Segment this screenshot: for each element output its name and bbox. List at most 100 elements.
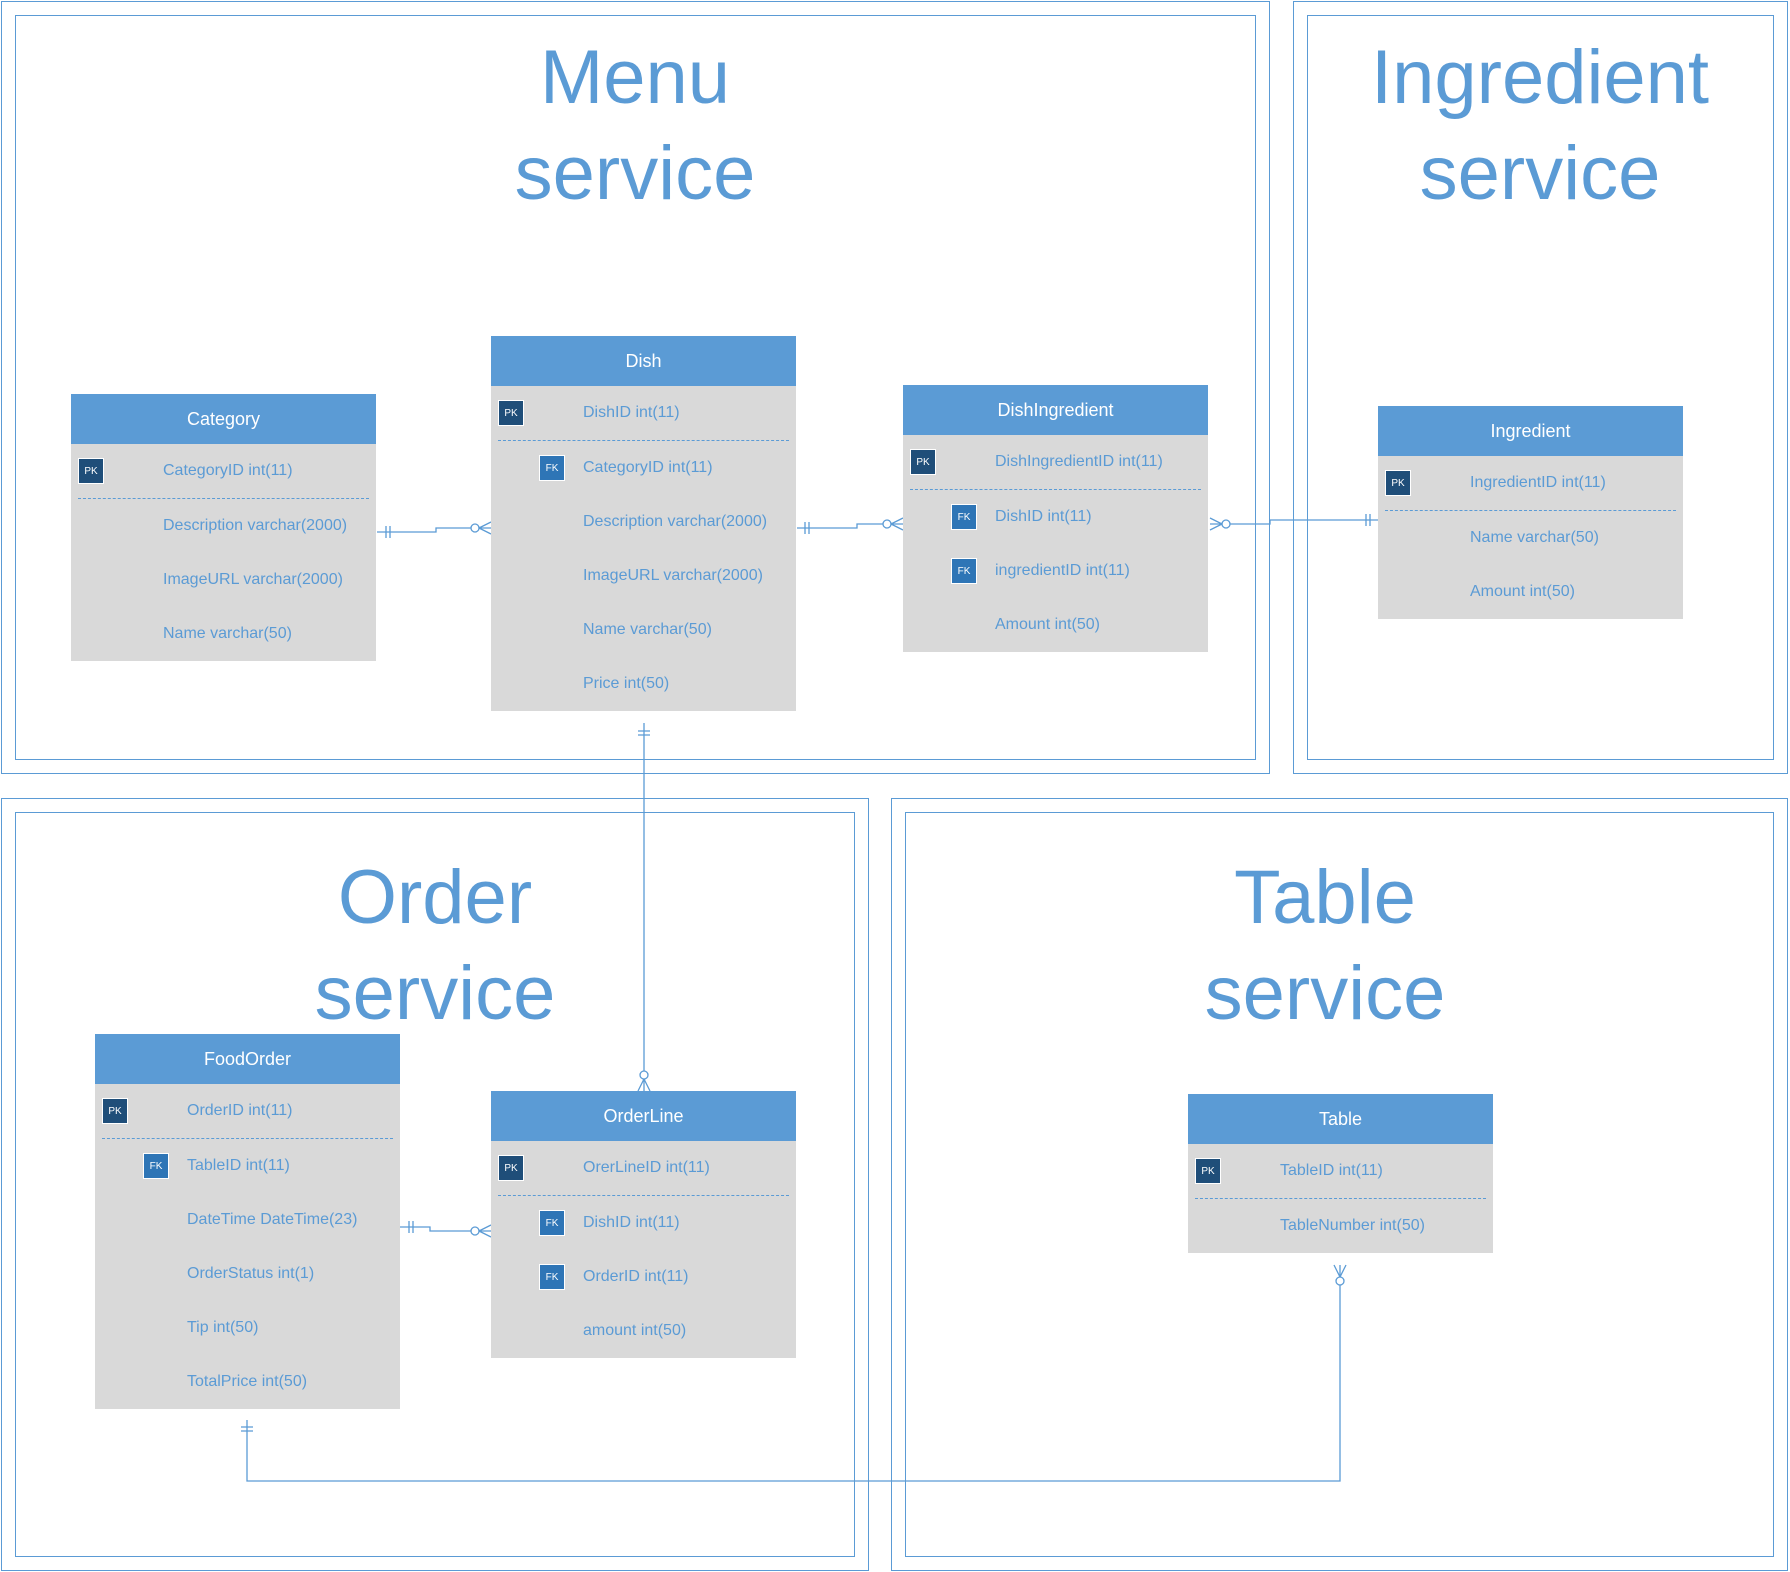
attribute: DishID int(11): [583, 404, 680, 421]
crow-many-orderline-left: [478, 1224, 492, 1238]
crow-many-table-bottom: [1333, 1264, 1347, 1278]
key-separator: [1385, 510, 1676, 511]
fk-badge: FK: [539, 1264, 565, 1290]
menu-service-inner: [15, 15, 1256, 760]
fk-row: FK OrderID int(11): [491, 1250, 796, 1304]
fk-badge: FK: [143, 1153, 169, 1179]
link-foodorder-table: [246, 1265, 1341, 1482]
key-separator: [498, 1195, 789, 1196]
fk-badge: FK: [539, 455, 565, 481]
attribute: ImageURL varchar(2000): [163, 571, 343, 588]
attribute: Description varchar(2000): [163, 517, 348, 534]
attribute: ingredientID int(11): [995, 562, 1130, 579]
pk-row: PK OrerLineID int(11): [491, 1141, 796, 1195]
field-row: Description varchar(2000): [491, 495, 796, 549]
attribute: Amount int(50): [1470, 583, 1575, 600]
pk-badge: PK: [498, 1155, 524, 1181]
crow-one-dish-bottom: [638, 730, 650, 736]
link-category-dish: [377, 527, 491, 533]
crow-one-ingredient: [1365, 514, 1371, 526]
entity-ingredient[interactable]: Ingredient PK IngredientID int(11) Name …: [1378, 406, 1683, 619]
ingredient-service-inner: [1307, 15, 1774, 760]
order-service-outer: [1, 798, 869, 1571]
key-separator: [498, 440, 789, 441]
pk-badge: PK: [78, 458, 104, 484]
entity-orderline[interactable]: OrderLine PK OrerLineID int(11) FK DishI…: [491, 1091, 796, 1358]
crow-zero-dish: [470, 523, 480, 533]
table-service-inner: [905, 812, 1774, 1557]
menu-service-outer: [1, 1, 1270, 774]
entity-dishingredient[interactable]: DishIngredient PK DishIngredientID int(1…: [903, 385, 1208, 652]
entity-dish[interactable]: Dish PK DishID int(11) FK CategoryID int…: [491, 336, 796, 711]
ingredient-service-outer: [1293, 1, 1788, 774]
field-row: Amount int(50): [1378, 565, 1683, 619]
attribute: Name varchar(50): [163, 625, 292, 642]
entity-table[interactable]: Table PK TableID int(11) TableNumber int…: [1188, 1094, 1493, 1253]
table-service-outer: [891, 798, 1788, 1571]
attribute: TableID int(11): [1280, 1162, 1383, 1179]
pk-badge: PK: [1195, 1158, 1221, 1184]
field-row: Price int(50): [491, 657, 796, 711]
crow-one-category: [385, 526, 391, 538]
field-row: OrderStatus int(1): [95, 1247, 400, 1301]
link-dishingredient-ingredient: [1210, 519, 1378, 525]
attribute: IngredientID int(11): [1470, 474, 1606, 491]
field-row: amount int(50): [491, 1304, 796, 1358]
field-row: TotalPrice int(50): [95, 1355, 400, 1409]
attribute: TableID int(11): [187, 1157, 290, 1174]
entity-header: Dish: [491, 336, 796, 386]
crow-zero-orderline-top: [639, 1070, 649, 1080]
fk-row: FK TableID int(11): [95, 1139, 400, 1193]
crow-zero-orderline-left: [470, 1226, 480, 1236]
crow-one-foodorder-bottom: [241, 1426, 253, 1432]
attribute: DateTime DateTime(23): [187, 1211, 358, 1228]
fk-badge: FK: [951, 504, 977, 530]
fk-badge: FK: [539, 1210, 565, 1236]
crow-many-di-right: [1209, 517, 1223, 531]
link-dish-dishingredient: [797, 523, 903, 529]
attribute: CategoryID int(11): [163, 462, 293, 479]
crow-many-dish: [478, 521, 492, 535]
pk-row: PK TableID int(11): [1188, 1144, 1493, 1198]
entity-header: OrderLine: [491, 1091, 796, 1141]
pk-badge: PK: [1385, 470, 1411, 496]
attribute: DishID int(11): [583, 1214, 680, 1231]
attribute: TableNumber int(50): [1280, 1217, 1425, 1234]
fk-row: FK ingredientID int(11): [903, 544, 1208, 598]
fk-row: FK DishID int(11): [491, 1196, 796, 1250]
attribute: Amount int(50): [995, 616, 1100, 633]
field-row: Name varchar(50): [491, 603, 796, 657]
field-row: Description varchar(2000): [71, 499, 376, 553]
attribute: OrderID int(11): [583, 1268, 689, 1285]
key-separator: [1195, 1198, 1486, 1199]
key-separator: [910, 489, 1201, 490]
pk-badge: PK: [498, 400, 524, 426]
entity-foodorder[interactable]: FoodOrder PK OrderID int(11) FK TableID …: [95, 1034, 400, 1409]
entity-header: Table: [1188, 1094, 1493, 1144]
attribute: Description varchar(2000): [583, 513, 768, 530]
crow-zero-di-right: [1221, 519, 1231, 529]
attribute: Name varchar(50): [1470, 529, 1599, 546]
field-row: Amount int(50): [903, 598, 1208, 652]
field-row: TableNumber int(50): [1188, 1199, 1493, 1253]
crow-many-orderline-top: [637, 1078, 651, 1092]
order-service-inner: [15, 812, 855, 1557]
attribute: ImageURL varchar(2000): [583, 567, 763, 584]
field-row: ImageURL varchar(2000): [491, 549, 796, 603]
entity-header: DishIngredient: [903, 385, 1208, 435]
crow-one-dish: [804, 522, 810, 534]
attribute: OrerLineID int(11): [583, 1159, 710, 1176]
pk-row: PK DishID int(11): [491, 386, 796, 440]
attribute: OrderStatus int(1): [187, 1265, 315, 1282]
crow-zero-table-bottom: [1335, 1276, 1345, 1286]
pk-badge: PK: [910, 449, 936, 475]
entity-header: Category: [71, 394, 376, 444]
attribute: Name varchar(50): [583, 621, 712, 638]
entity-category[interactable]: Category PK CategoryID int(11) Descripti…: [71, 394, 376, 661]
attribute: CategoryID int(11): [583, 459, 713, 476]
crow-one-foodorder: [408, 1221, 414, 1233]
